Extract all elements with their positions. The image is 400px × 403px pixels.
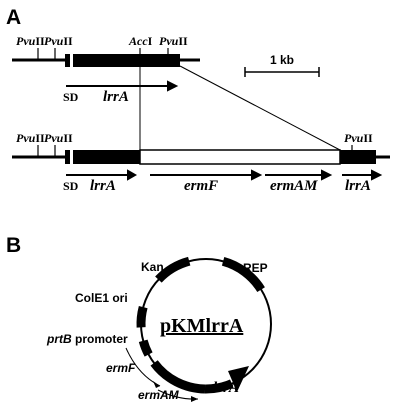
label-ermam: ermAM	[138, 388, 180, 402]
row1-site-pvu1: PvuII	[16, 34, 45, 48]
plasmid-lrra-arrowhead	[228, 366, 249, 392]
panel-b-label: B	[6, 234, 21, 257]
plasmid-map: pKMlrrA Kan REP ColE1 ori prtB promoter …	[46, 256, 272, 402]
label-ermf: ermF	[106, 361, 136, 375]
row2-lrra-arrow-2	[342, 169, 383, 181]
row2-sd-gap	[70, 150, 73, 164]
ermam-thin-arrowhead	[191, 396, 198, 402]
row2-gene-lrra-1: lrrA	[90, 178, 116, 194]
scale-bar-label: 1 kb	[270, 53, 294, 67]
ermf-thin-arrowhead	[153, 381, 160, 388]
row1-site-pvu3: PvuII	[159, 34, 188, 48]
plasmid-segment-rep	[221, 256, 265, 293]
label-prtb: prtB promoter	[46, 332, 128, 346]
row2-ermam-arrow	[265, 169, 333, 181]
scale-bar: 1 kb	[244, 53, 320, 77]
row1-gene-lrra: lrrA	[103, 89, 129, 105]
row2-site-pvu2: PvuII	[44, 131, 73, 145]
row2-gene-ermf: ermF	[184, 178, 218, 194]
row1-sd-label: SD	[63, 90, 79, 104]
row1-sd-gap	[70, 54, 73, 67]
label-cole1: ColE1 ori	[75, 291, 128, 305]
row2-site-pvu1: PvuII	[16, 131, 45, 145]
plasmid-segment-cole1	[136, 305, 148, 328]
row1-site-pvu2: PvuII	[44, 34, 73, 48]
row2-gene-ermam: ermAM	[270, 178, 318, 194]
plasmid-name: pKMlrrA	[160, 315, 244, 337]
panel-a-label: A	[6, 6, 21, 29]
plasmid-segment-lrra	[204, 379, 234, 394]
row2-orf-box-left	[65, 150, 140, 164]
label-rep: REP	[243, 261, 268, 275]
label-kan: Kan	[141, 260, 164, 274]
plasmid-segment-prtb	[138, 339, 153, 357]
row2-insert-box	[139, 149, 341, 165]
row2-map: PvuII PvuII PvuII SD lrrA ermF ermAM lrr…	[12, 131, 390, 194]
row1-orf-box	[65, 54, 180, 67]
row2-gene-lrra-2: lrrA	[345, 178, 371, 194]
plasmid-segment-kan	[155, 256, 191, 283]
row2-lrra-arrow-1	[66, 169, 138, 181]
row2-sd-label: SD	[63, 179, 79, 193]
row2-orf-box-right	[340, 150, 376, 164]
row2-site-pvu3: PvuII	[344, 131, 373, 145]
insertion-line-right	[179, 65, 341, 151]
row2-ermf-arrow	[150, 169, 263, 181]
row1-lrra-arrow	[66, 80, 179, 92]
row1-map: PvuII PvuII AccI PvuII SD lrrA	[12, 34, 200, 105]
label-lrra: lrrA	[213, 380, 239, 396]
plasmid-segment-erm	[150, 360, 206, 394]
row1-site-acc: AccI	[128, 34, 153, 48]
